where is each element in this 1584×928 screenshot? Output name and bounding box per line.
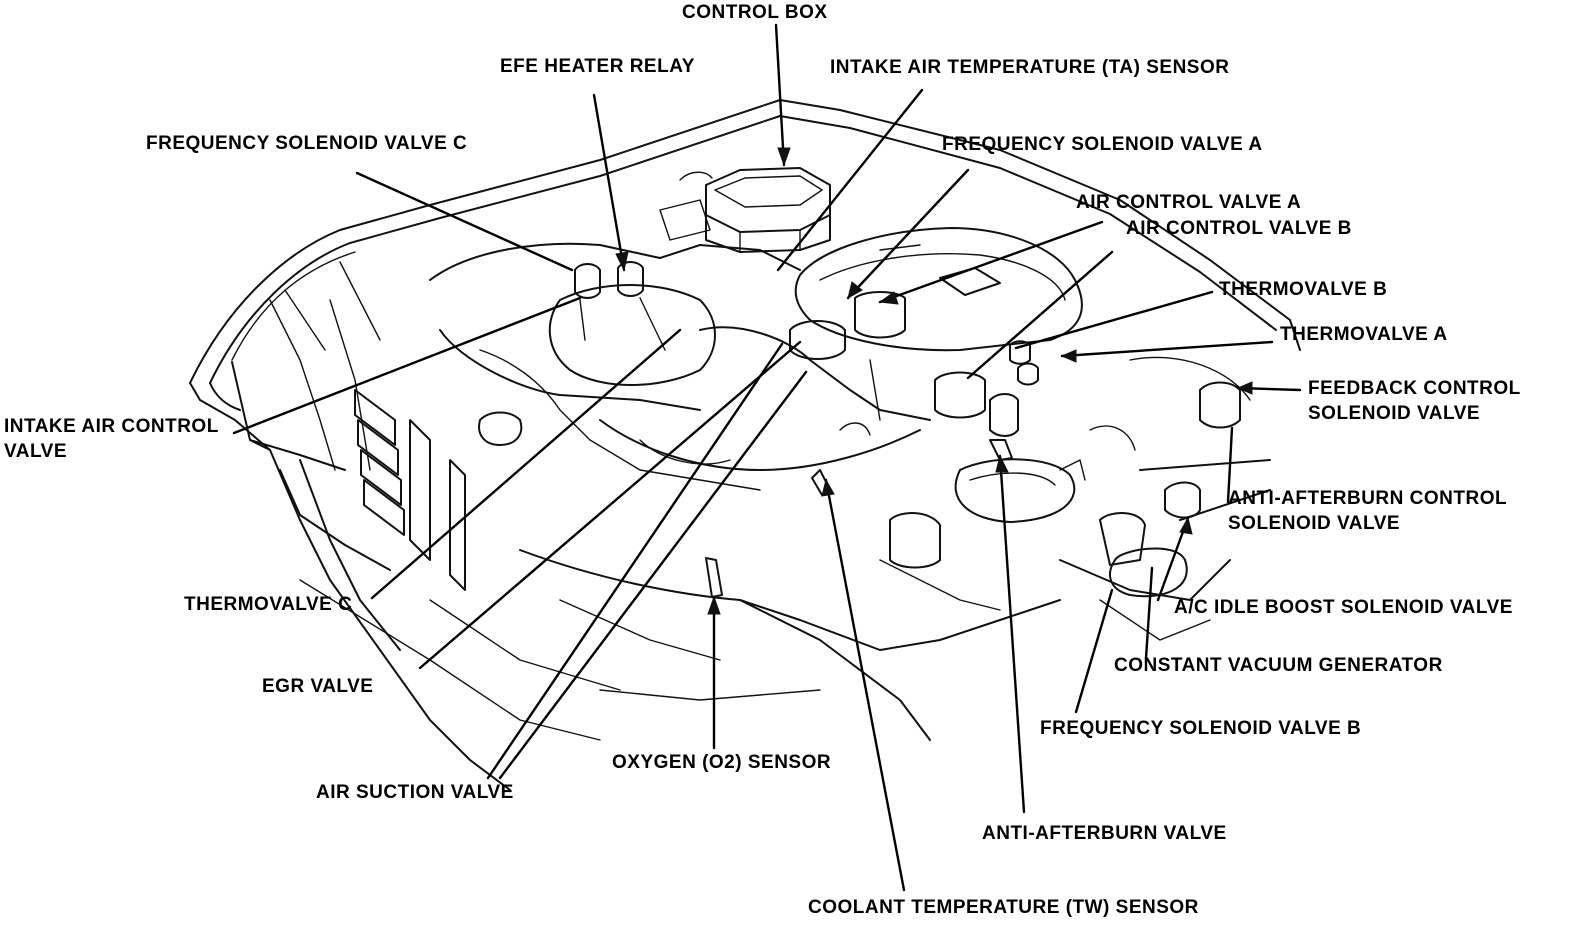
hood-outline: [189, 99, 1301, 451]
leader-egr-valve: [418, 340, 802, 670]
label-thermovalve-b: THERMOVALVE B: [1219, 279, 1388, 300]
label-intake-air-control-line2: VALVE: [4, 441, 68, 462]
label-thermovalve-a: THERMOVALVE A: [1280, 324, 1448, 345]
arrow-anti-afterburn: [995, 454, 1009, 473]
leader-thermovalve-c: [370, 328, 682, 600]
leader-fsv-b: [1074, 588, 1114, 714]
arrow-fsv-a: [847, 281, 863, 300]
leader-thermovalve-a: [1060, 340, 1274, 358]
label-egr-valve: EGR VALVE: [262, 676, 374, 697]
label-intake-air-control-line1: INTAKE AIR CONTROL: [4, 416, 219, 437]
front-lower: [519, 459, 1271, 741]
leader-fsv-a: [846, 168, 970, 300]
label-anti-afterburn-valve: ANTI-AFTERBURN VALVE: [982, 823, 1227, 844]
arrow-acv-a: [878, 291, 899, 305]
leader-cvg: [1144, 566, 1154, 660]
arrow-feedback: [1236, 381, 1253, 395]
leader-acv-b: [966, 250, 1114, 380]
label-feedback-line1: FEEDBACK CONTROL: [1308, 378, 1521, 399]
leader-air-suction-1: [486, 342, 784, 780]
leader-anti-afterburn-control: [1226, 426, 1234, 504]
label-air-control-valve-b: AIR CONTROL VALVE B: [1126, 218, 1352, 239]
label-ac-idle-boost-solenoid-valve: A/C IDLE BOOST SOLENOID VALVE: [1174, 597, 1513, 618]
leader-thermovalve-b: [1014, 290, 1214, 350]
arrowheads: [615, 147, 1253, 615]
label-constant-vacuum-generator: CONSTANT VACUUM GENERATOR: [1114, 655, 1443, 676]
arrow-thermovalve-a: [1060, 349, 1077, 363]
label-anti-afterburn-control-solenoid-valve: ANTI-AFTERBURN CONTROL SOLENOID VALVE: [1228, 486, 1507, 536]
label-frequency-solenoid-valve-a: FREQUENCY SOLENOID VALVE A: [942, 134, 1263, 155]
label-frequency-solenoid-valve-c: FREQUENCY SOLENOID VALVE C: [146, 133, 468, 154]
label-control-box: CONTROL BOX: [682, 2, 828, 23]
label-oxygen-sensor: OXYGEN (O2) SENSOR: [612, 752, 832, 773]
label-intake-air-control-valve: INTAKE AIR CONTROL VALVE: [4, 414, 219, 464]
label-coolant-temperature-sensor: COOLANT TEMPERATURE (TW) SENSOR: [808, 897, 1199, 918]
arrow-efe-relay: [615, 251, 629, 272]
label-intake-air-temperature-sensor: INTAKE AIR TEMPERATURE (TA) SENSOR: [830, 57, 1230, 78]
label-anti-afterburn-control-line1: ANTI-AFTERBURN CONTROL: [1228, 488, 1508, 509]
leader-control-box: [774, 23, 786, 167]
leader-fsv-c: [355, 171, 574, 272]
leader-ta-sensor: [776, 88, 924, 272]
label-efe-heater-relay: EFE HEATER RELAY: [500, 56, 695, 77]
left-fender: [231, 261, 621, 791]
leader-air-suction-2: [498, 370, 808, 780]
label-anti-afterburn-control-line2: SOLENOID VALVE: [1228, 513, 1401, 534]
label-frequency-solenoid-valve-b: FREQUENCY SOLENOID VALVE B: [1040, 718, 1362, 739]
label-feedback-line2: SOLENOID VALVE: [1308, 403, 1481, 424]
arrow-ac-idle: [1179, 516, 1193, 535]
arrow-o2: [707, 595, 721, 615]
leader-acv-a: [878, 220, 1104, 304]
leader-coolant-sensor: [824, 478, 906, 892]
engine-block: [429, 167, 1251, 611]
label-feedback-control-solenoid-valve: FEEDBACK CONTROL SOLENOID VALVE: [1308, 376, 1521, 426]
leader-lines: [232, 23, 1302, 892]
arrow-control-box: [777, 147, 791, 167]
label-air-suction-valve: AIR SUCTION VALVE: [316, 782, 514, 803]
leader-intake-air-control: [232, 296, 582, 435]
label-air-control-valve-a: AIR CONTROL VALVE A: [1076, 192, 1302, 213]
leader-efe-heater-relay: [592, 93, 626, 272]
leader-anti-afterburn-valve: [998, 454, 1026, 814]
label-thermovalve-c: THERMOVALVE C: [184, 594, 353, 615]
arrow-coolant: [821, 478, 835, 497]
